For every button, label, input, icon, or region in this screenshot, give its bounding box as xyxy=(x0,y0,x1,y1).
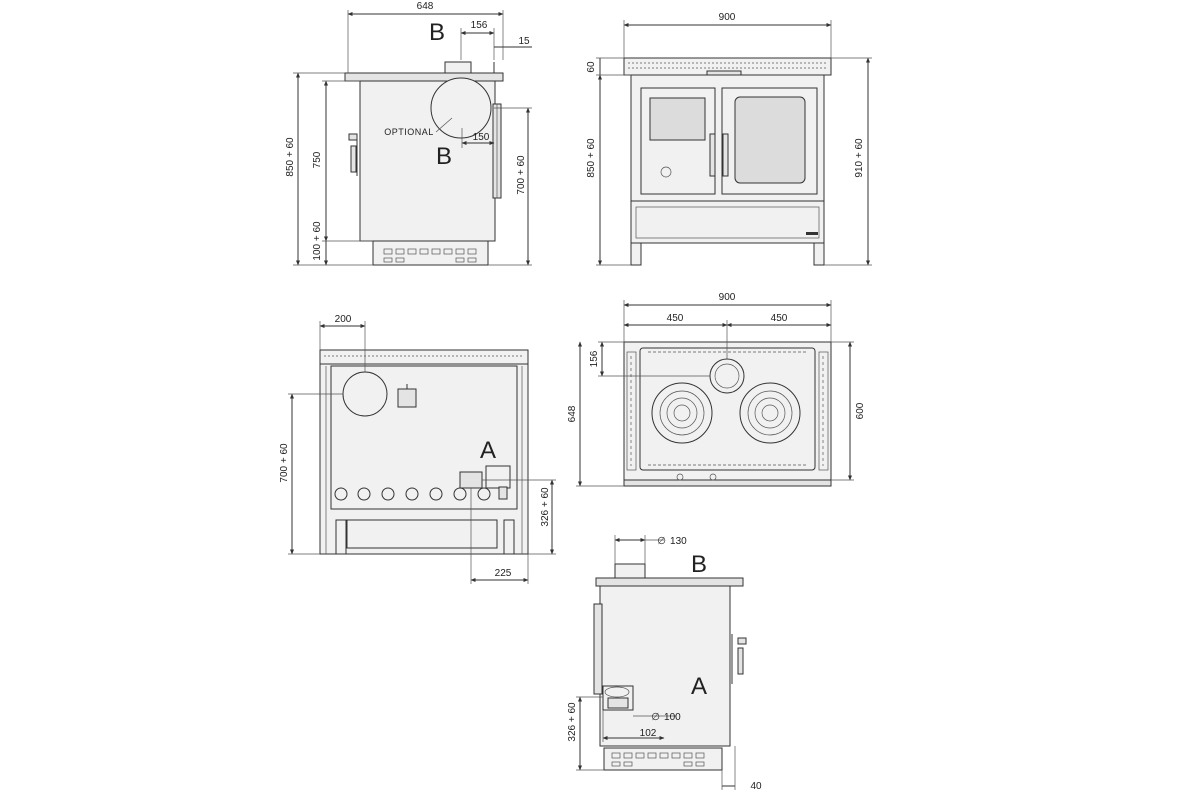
back-view: 200 700 + 60 326 + 60 225 A xyxy=(279,314,556,584)
drawer xyxy=(630,200,825,244)
dim-700-60: 700 + 60 xyxy=(516,155,527,195)
dim-15: 15 xyxy=(518,36,530,47)
label-b-left: B xyxy=(691,551,707,578)
optional-label: OPTIONAL xyxy=(384,127,434,137)
side-view-left: ∅130 ∅100 102 326 + 60 40 B A xyxy=(567,535,762,792)
brand-plate xyxy=(806,232,818,235)
back-flue-circle xyxy=(342,371,388,417)
door-handle xyxy=(350,145,357,173)
top-view: 900 450 450 156 648 600 xyxy=(567,292,866,487)
label-b-mid: B xyxy=(436,143,452,170)
side-view-right: 648 156 15 150 B B OPTIONAL 850 + 60 750… xyxy=(285,1,532,266)
dim-front-60: 60 xyxy=(586,61,597,73)
dim-front-900: 900 xyxy=(719,12,736,23)
back-square-opening xyxy=(397,388,417,408)
dim-top-450-right: 450 xyxy=(771,313,788,324)
oven-door-handle xyxy=(722,133,729,177)
dim-100-60: 100 + 60 xyxy=(312,221,323,261)
label-a-back: A xyxy=(480,437,496,464)
dim-front-850-60: 850 + 60 xyxy=(586,138,597,178)
dim-left-130: ∅130 xyxy=(657,536,687,547)
flue-top xyxy=(444,61,472,74)
dim-156: 156 xyxy=(471,20,488,31)
dim-648: 648 xyxy=(417,1,434,12)
label-b-top: B xyxy=(429,19,445,46)
dim-back-225: 225 xyxy=(495,568,512,579)
optional-flue-circle xyxy=(430,77,492,139)
dim-150: 150 xyxy=(473,132,490,143)
dim-top-156: 156 xyxy=(589,350,600,367)
back-top-rail xyxy=(319,349,529,365)
fire-door-glass xyxy=(649,97,706,141)
left-plinth xyxy=(603,747,723,771)
dim-back-700-60: 700 + 60 xyxy=(279,443,290,483)
top-plate xyxy=(344,72,504,82)
dim-top-900: 900 xyxy=(719,292,736,303)
dim-left-40: 40 xyxy=(750,781,762,792)
label-a-left: A xyxy=(691,673,707,700)
dim-back-200: 200 xyxy=(335,314,352,325)
oven-door-glass xyxy=(734,96,806,184)
dim-top-600: 600 xyxy=(855,402,866,419)
air-regulator xyxy=(660,166,672,178)
left-top-plate xyxy=(595,577,744,587)
dim-left-326-60: 326 + 60 xyxy=(567,702,578,742)
hotplate-left xyxy=(651,382,713,444)
dim-750: 750 xyxy=(312,151,323,168)
dim-top-648: 648 xyxy=(567,405,578,422)
left-body xyxy=(599,585,731,747)
hotplate-right xyxy=(739,382,801,444)
dim-back-326-60: 326 + 60 xyxy=(540,487,551,527)
dim-front-910-60: 910 + 60 xyxy=(854,138,865,178)
dim-top-450-left: 450 xyxy=(667,313,684,324)
front-view: 900 60 850 + 60 910 + 60 xyxy=(586,12,872,266)
left-door-handle xyxy=(737,647,744,675)
back-bottom-box xyxy=(346,519,498,549)
dim-left-100: ∅100 xyxy=(651,712,681,723)
left-flue xyxy=(614,563,646,579)
air-inlet-box xyxy=(459,471,483,489)
dim-left-102: 102 xyxy=(640,728,657,739)
plinth xyxy=(372,240,489,266)
dim-850-60: 850 + 60 xyxy=(285,137,296,177)
fire-door-handle xyxy=(709,133,716,177)
